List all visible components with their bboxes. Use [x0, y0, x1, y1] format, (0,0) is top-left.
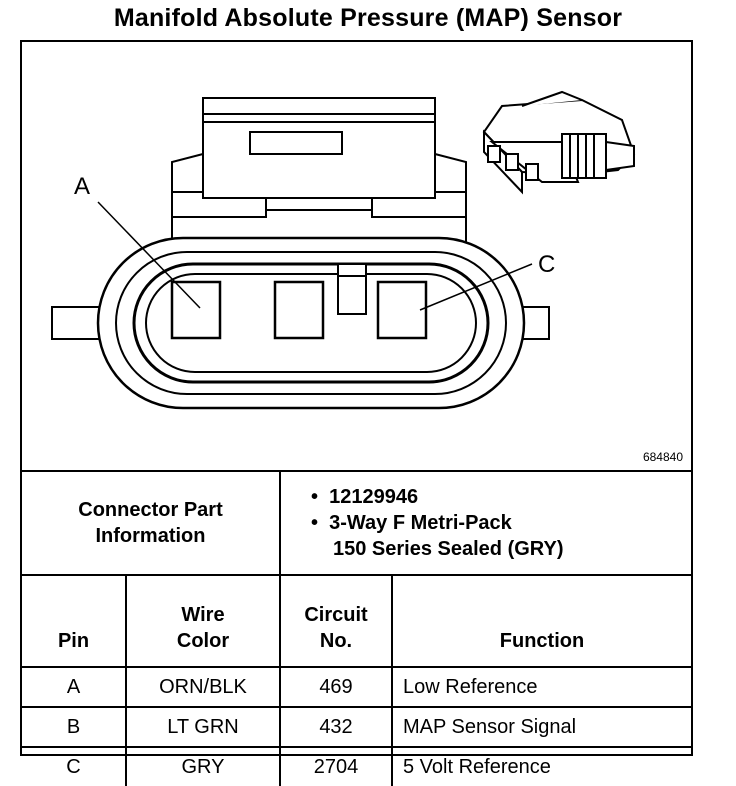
- wire-color-cell: LT GRN: [125, 706, 281, 748]
- header-pin: Pin: [22, 574, 127, 668]
- diagram-frame: A C 684840 Connector Part Information • …: [20, 40, 693, 786]
- circuit-cell: 432: [279, 706, 393, 748]
- connector-info-label: Connector Part Information: [22, 470, 281, 576]
- pin-c-terminal: [376, 280, 428, 340]
- connector-info-values: • 12129946 • 3-Way F Metri-Pack 150 Seri…: [279, 470, 691, 576]
- function-cell: Low Reference: [391, 666, 691, 708]
- wire-color-cell: GRY: [125, 746, 281, 786]
- connector-series: 150 Series Sealed (GRY): [333, 538, 564, 560]
- connector-diagram: A C: [51, 90, 636, 410]
- table-row: A ORN/BLK 469 Low Reference: [22, 666, 691, 708]
- connector-body-mid: [115, 251, 507, 395]
- circuit-cell: 2704: [279, 746, 393, 786]
- circuit-cell: 469: [279, 666, 393, 708]
- pin-a-label: A: [74, 173, 90, 200]
- connector-pinout-table: Connector Part Information • 12129946 • …: [22, 470, 691, 786]
- connector-latch: [171, 97, 467, 242]
- part-number: • 12129946: [311, 486, 419, 508]
- pin-cell: B: [22, 706, 127, 748]
- pin-c-label: C: [538, 251, 555, 278]
- table-row: C GRY 2704 5 Volt Reference: [22, 746, 691, 786]
- diagram-code: 684840: [642, 450, 683, 464]
- table-row: B LT GRN 432 MAP Sensor Signal: [22, 706, 691, 748]
- left-side-tab: [51, 306, 105, 340]
- center-key: [337, 263, 367, 315]
- pin-c-leader: [419, 263, 533, 311]
- page-title: Manifold Absolute Pressure (MAP) Sensor: [113, 4, 623, 32]
- pin-b-terminal: [273, 280, 325, 340]
- connector-type: • 3-Way F Metri-Pack: [311, 512, 512, 534]
- wire-color-cell: ORN/BLK: [125, 666, 281, 708]
- pin-cell: C: [22, 746, 127, 786]
- connector-body-cavity: [145, 273, 477, 373]
- function-cell: MAP Sensor Signal: [391, 706, 691, 748]
- connector-body-inner: [132, 262, 490, 384]
- connector-3d-illustration: [482, 90, 636, 195]
- function-cell: 5 Volt Reference: [391, 746, 691, 786]
- pin-a-leader: [97, 201, 201, 309]
- header-function: Function: [391, 574, 691, 668]
- pin-cell: A: [22, 666, 127, 708]
- pin-a-terminal: [170, 280, 222, 340]
